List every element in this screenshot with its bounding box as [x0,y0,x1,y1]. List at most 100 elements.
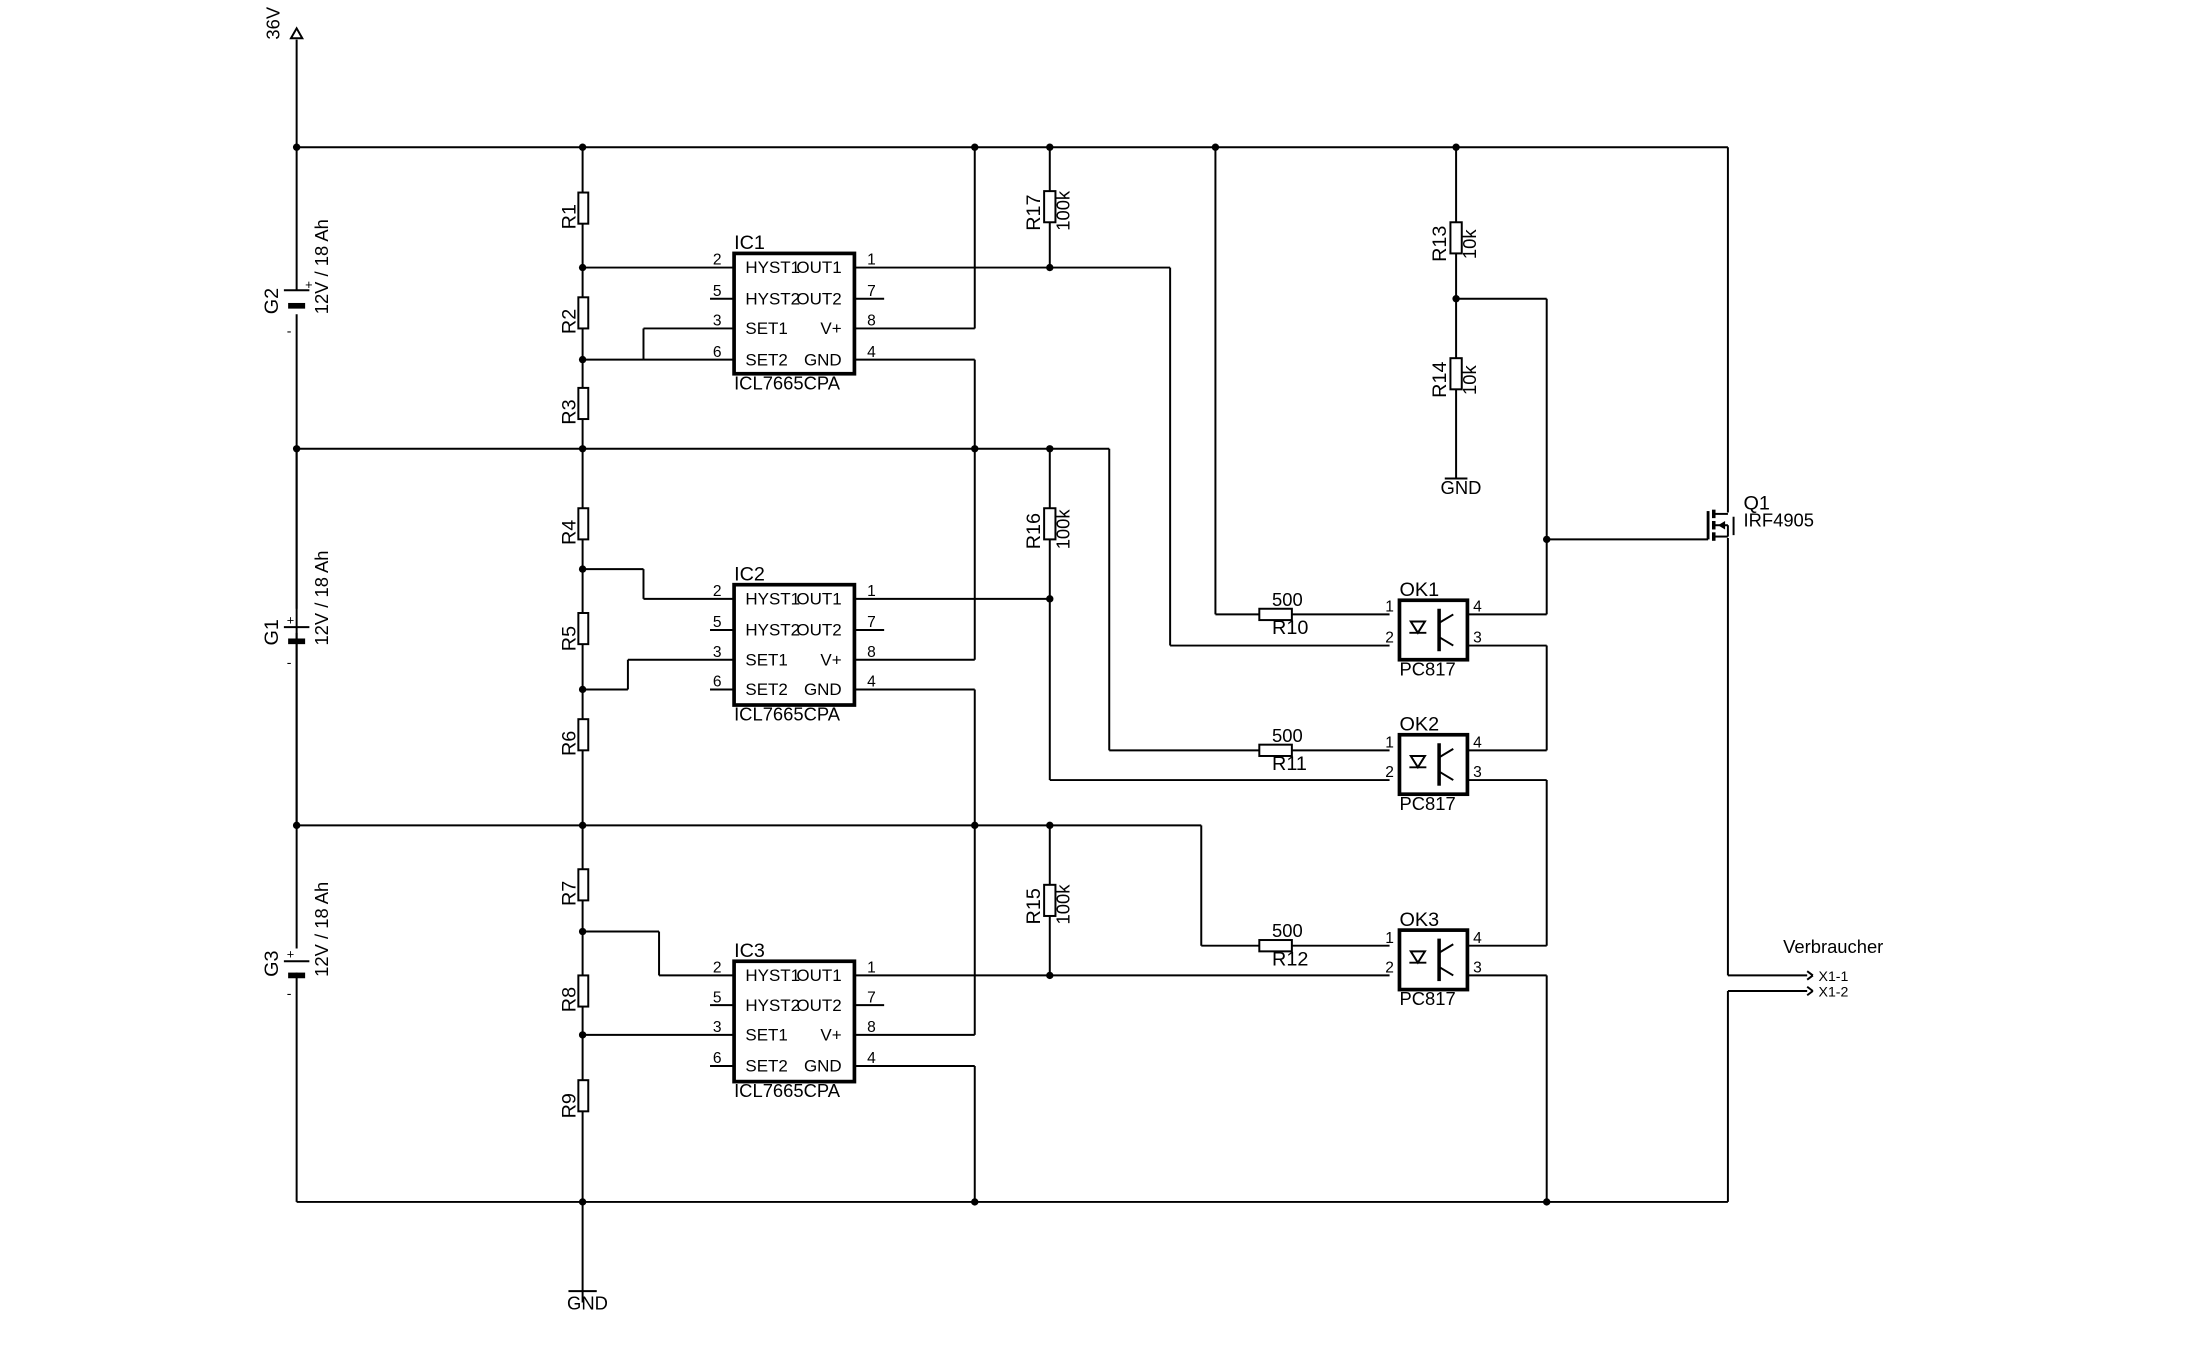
mosfet-q1: Q1 IRF4905 [1706,493,1814,541]
ic-2: IC2 ICL7665CPA HYST1 HYST2 SET1 SET2 OUT… [713,563,876,724]
ic-1-pin-out2: OUT2 [796,289,841,308]
divider-resistors: R1 R2 R3 R4 R5 R6 R7 R8 R9 [559,191,590,1118]
resistor-r8-ref: R8 [559,987,581,1012]
resistor-r6-ref: R6 [559,731,581,756]
battery-g2: + - G2 12V / 18 Ah [261,219,332,338]
ic-2-pinnum-3: 3 [713,644,722,661]
resistor-r11-value: 500 [1272,725,1303,746]
ic-1-pinnum-6: 6 [713,344,722,361]
resistor-r13-value: 10k [1459,229,1480,259]
load-title: Verbraucher [1783,936,1883,957]
opto-ok2-pin4: 4 [1473,734,1482,751]
ic-1-pinnum-1: 1 [867,252,876,269]
battery-g1: + - G1 12V / 18 Ah [261,550,332,669]
ic-3-pinnum-5: 5 [713,989,722,1006]
ic-2-pin-set2: SET2 [745,680,787,699]
ic-3: IC3 ICL7665CPA HYST1 HYST2 SET1 SET2 OUT… [713,940,876,1101]
ic-2-pinnum-1: 1 [867,583,876,600]
opto-ok3-pin3: 3 [1473,960,1482,977]
ic-3-pinnum-8: 8 [867,1019,876,1036]
opto-ok3-value: PC817 [1399,988,1455,1009]
ic-1-pin-set1: SET1 [745,319,787,338]
battery-g3-ref: G3 [261,950,283,976]
mosfet-q1-ref: Q1 [1743,493,1769,515]
series-resistors: 500 R10 500 R11 500 R12 [1258,589,1308,971]
opto-ok1-ref: OK1 [1399,579,1439,601]
opto-ok3-pin4: 4 [1473,930,1482,947]
ic-3-pin-hyst1: HYST1 [745,966,800,985]
opto-ok1-pin1: 1 [1385,599,1394,616]
load-pin-2: X1-2 [1819,984,1849,1000]
ic-1-pin-hyst1: HYST1 [745,258,800,277]
resistor-r2-ref: R2 [559,309,581,334]
ground-label-gate: GND [1441,477,1482,498]
ic-1-pinnum-3: 3 [713,313,722,330]
ic-2-pinnum-2: 2 [713,583,722,600]
battery-g2-minus: - [287,323,292,339]
resistor-r1-ref: R1 [559,204,581,229]
ic-2-pinnum-7: 7 [867,614,876,631]
ic-2-pinnum-8: 8 [867,644,876,661]
opto-ok3: OK3 PC817 1 2 4 3 [1385,909,1482,1009]
battery-g1-minus: - [287,654,292,670]
opto-ok3-pin2: 2 [1385,960,1394,977]
ic-2-pin-hyst2: HYST2 [745,621,800,640]
ic-1-pinnum-8: 8 [867,313,876,330]
supply-symbol: 36V [263,6,305,40]
ic-3-ref: IC3 [734,940,765,962]
opto-ok2: OK2 PC817 1 2 4 3 [1385,714,1482,814]
ic-3-pinnum-3: 3 [713,1019,722,1036]
resistor-r11-ref: R11 [1272,753,1307,775]
battery-g1-ref: G1 [261,619,283,645]
ground-label-main: GND [567,1293,608,1314]
battery-g1-value: 12V / 18 Ah [311,550,332,645]
ic-1-pin-hyst2: HYST2 [745,289,800,308]
resistor-r13-ref: R13 [1429,226,1451,262]
battery-g2-value: 12V / 18 Ah [311,219,332,314]
ic-3-pin-set1: SET1 [745,1026,787,1045]
resistor-r14-value: 10k [1459,365,1480,395]
resistor-r12-value: 500 [1272,920,1303,941]
ic-3-pin-out1: OUT1 [796,966,841,985]
resistor-r3-ref: R3 [559,399,581,424]
opto-ok2-ref: OK2 [1399,714,1439,736]
load-connector: Verbraucher X1-1 X1-2 [1783,936,1883,1000]
ic-3-pinnum-4: 4 [867,1050,876,1067]
mosfet-q1-value: IRF4905 [1743,510,1814,531]
opto-ok1-pin4: 4 [1473,599,1482,616]
ic-1-pinnum-2: 2 [713,252,722,269]
ic-2-value: ICL7665CPA [734,704,841,725]
ic-2-pinnum-6: 6 [713,674,722,691]
ic-3-pinnum-7: 7 [867,989,876,1006]
opto-ok2-value: PC817 [1399,793,1455,814]
battery-g3-plus: + [287,946,294,961]
opto-ok3-pin1: 1 [1385,930,1394,947]
opto-ok3-ref: OK3 [1399,909,1439,931]
battery-g2-ref: G2 [261,288,283,314]
ic-3-pin-vplus: V+ [820,1026,841,1045]
battery-g1-plus: + [287,612,294,627]
ic-2-pin-hyst1: HYST1 [745,590,800,609]
battery-g3-minus: - [287,985,292,1001]
ic-3-pinnum-1: 1 [867,960,876,977]
ic-3-pin-hyst2: HYST2 [745,996,800,1015]
resistor-r17-value: 100k [1053,190,1074,231]
ic-2-pinnum-5: 5 [713,614,722,631]
ic-3-pin-out2: OUT2 [796,996,841,1015]
ic-2-pin-out2: OUT2 [796,621,841,640]
ic-1-pin-vplus: V+ [820,319,841,338]
ic-3-pin-set2: SET2 [745,1057,787,1076]
supply-label: 36V [263,6,284,39]
battery-g3-value: 12V / 18 Ah [311,882,332,977]
battery-g2-plus: + [305,277,312,292]
resistor-r14-ref: R14 [1429,361,1451,397]
pullup-resistors: R17 100k R16 100k R15 100k [1023,190,1074,924]
ic-2-pinnum-4: 4 [867,674,876,691]
resistor-r16-value: 100k [1053,509,1074,550]
ic-1-pin-out1: OUT1 [796,258,841,277]
ground-symbol: GND GND [567,477,1481,1313]
resistor-r12-ref: R12 [1272,949,1308,971]
ic-2-pin-gnd: GND [804,680,842,699]
resistor-r16-ref: R16 [1023,513,1045,549]
resistor-r15-value: 100k [1053,884,1074,925]
